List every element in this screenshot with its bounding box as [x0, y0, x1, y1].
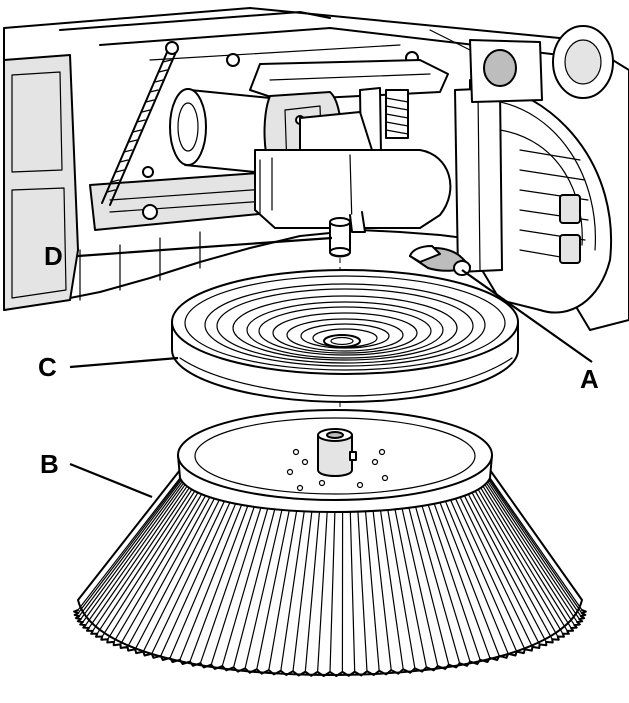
- bristle-stroke: [372, 506, 392, 671]
- leader-a: [461, 269, 593, 363]
- bristle-stroke: [487, 481, 580, 620]
- bristle-stroke: [386, 505, 416, 670]
- bristle-stroke: [78, 480, 182, 617]
- wheel-housing: [429, 25, 614, 314]
- bristle-edge: [73, 609, 587, 677]
- bristle-stroke: [80, 481, 183, 620]
- bristle-stroke: [317, 507, 328, 673]
- bristle-stroke: [480, 487, 568, 632]
- leader-d: [77, 236, 333, 258]
- bristle-stroke: [189, 502, 250, 663]
- bristle-stroke: [393, 505, 427, 668]
- bristle-stroke: [426, 501, 481, 661]
- label-c: C: [38, 352, 57, 382]
- bristle-stroke: [107, 491, 199, 640]
- bristle-stroke: [169, 500, 238, 659]
- tension-spring: [101, 41, 179, 206]
- bristle-stroke: [88, 486, 188, 629]
- bristle-stroke: [92, 487, 190, 632]
- bristle-stroke: [119, 494, 207, 646]
- bristle-stroke: [488, 480, 582, 617]
- bristle-stroke: [256, 506, 291, 670]
- bristle-stroke: [458, 495, 534, 648]
- bristle-stroke: [477, 488, 564, 635]
- bristle-stroke: [151, 498, 226, 655]
- label-a: A: [580, 364, 599, 394]
- part-c-drive-plate: [171, 269, 519, 403]
- bristle-stroke: [160, 499, 232, 657]
- bristle-stroke: [474, 490, 559, 638]
- part-d-drive-hub: [329, 217, 351, 258]
- bristle-stroke: [432, 500, 491, 659]
- bristle-stroke: [471, 491, 553, 640]
- brush-bolt-holes: [286, 448, 389, 492]
- label-d: D: [44, 241, 63, 271]
- bristle-stroke: [113, 492, 203, 643]
- bristles: [77, 477, 583, 673]
- bristle-stroke: [101, 490, 196, 638]
- bristle-stroke: [142, 497, 221, 653]
- bristle-stroke: [400, 504, 439, 667]
- bristle-stroke: [484, 484, 576, 626]
- bristle-stroke: [126, 495, 212, 648]
- bristle-stroke: [420, 502, 471, 663]
- bristle-stroke: [444, 498, 509, 655]
- bristle-stroke: [489, 477, 583, 611]
- bristle-stroke: [379, 506, 404, 670]
- bristle-stroke: [268, 506, 298, 671]
- bristle-stroke: [449, 497, 518, 653]
- bristle-stroke: [280, 506, 306, 672]
- bristle-stroke: [486, 483, 578, 623]
- callout-leaders: [69, 236, 593, 499]
- bristle-stroke: [489, 478, 583, 614]
- bristle-stroke: [84, 484, 186, 626]
- bristle-stroke: [77, 477, 181, 611]
- bristle-stroke: [233, 505, 277, 668]
- bristle-stroke: [77, 478, 181, 614]
- bristle-stroke: [329, 507, 336, 673]
- bristle-stroke: [96, 488, 193, 635]
- bristle-stroke: [199, 503, 256, 664]
- bristle-stroke: [364, 506, 380, 672]
- part-a-retaining-knob: [409, 245, 471, 276]
- bristle-stroke: [179, 501, 244, 661]
- bristle-stroke: [221, 504, 270, 667]
- bristle-stroke: [357, 507, 368, 672]
- bristle-stroke: [82, 483, 184, 623]
- bristle-stroke: [349, 507, 356, 673]
- bristle-stroke: [482, 486, 572, 629]
- bristle-stroke: [454, 496, 526, 650]
- bristle-stroke: [414, 503, 461, 664]
- label-b: B: [40, 449, 59, 479]
- bristle-stroke: [467, 492, 547, 643]
- bristle-stroke: [304, 507, 321, 673]
- bristle-stroke: [134, 496, 216, 650]
- leader-c: [69, 356, 179, 369]
- bristle-stroke: [407, 503, 450, 666]
- bristle-stroke: [244, 505, 284, 670]
- brush-mount-bracket: [254, 149, 452, 233]
- bristle-stroke: [438, 499, 500, 657]
- bristle-stroke: [292, 507, 313, 672]
- bristle-stroke: [463, 494, 541, 646]
- bristle-stroke: [210, 503, 263, 666]
- leader-b: [69, 462, 153, 499]
- part-b-side-brush: [73, 409, 587, 677]
